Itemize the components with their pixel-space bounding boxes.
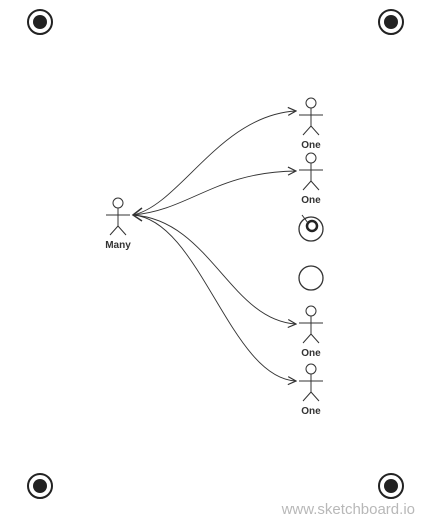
actor-label-many: Many	[105, 240, 131, 251]
corner-handle-top-left[interactable]	[27, 9, 53, 35]
connector-many-one-2[interactable]	[132, 171, 296, 216]
actor-label-one-2: One	[301, 195, 321, 206]
actor-placeholder-circle-1[interactable]	[298, 214, 324, 242]
actor-one-4[interactable]: One	[299, 363, 323, 417]
actor-one-3[interactable]: One	[299, 305, 323, 359]
actor-one-2[interactable]: One	[299, 152, 323, 206]
actor-label-one-3: One	[301, 348, 321, 359]
actor-many[interactable]: Many	[105, 197, 131, 251]
connector-many-one-4[interactable]	[132, 214, 296, 381]
actor-placeholder-circle-2[interactable]	[298, 265, 324, 291]
watermark: www.sketchboard.io	[281, 501, 415, 518]
corner-handle-bottom-right[interactable]	[378, 473, 404, 499]
connector-many-one-3[interactable]	[132, 214, 296, 324]
corner-handle-top-right[interactable]	[378, 9, 404, 35]
actor-label-one-1: One	[301, 140, 321, 151]
connector-origin-arrowhead	[131, 207, 143, 222]
corner-handle-bottom-left[interactable]	[27, 473, 53, 499]
actor-one-1[interactable]: One	[299, 97, 323, 151]
actor-label-one-4: One	[301, 406, 321, 417]
connector-many-one-1[interactable]	[132, 111, 296, 216]
